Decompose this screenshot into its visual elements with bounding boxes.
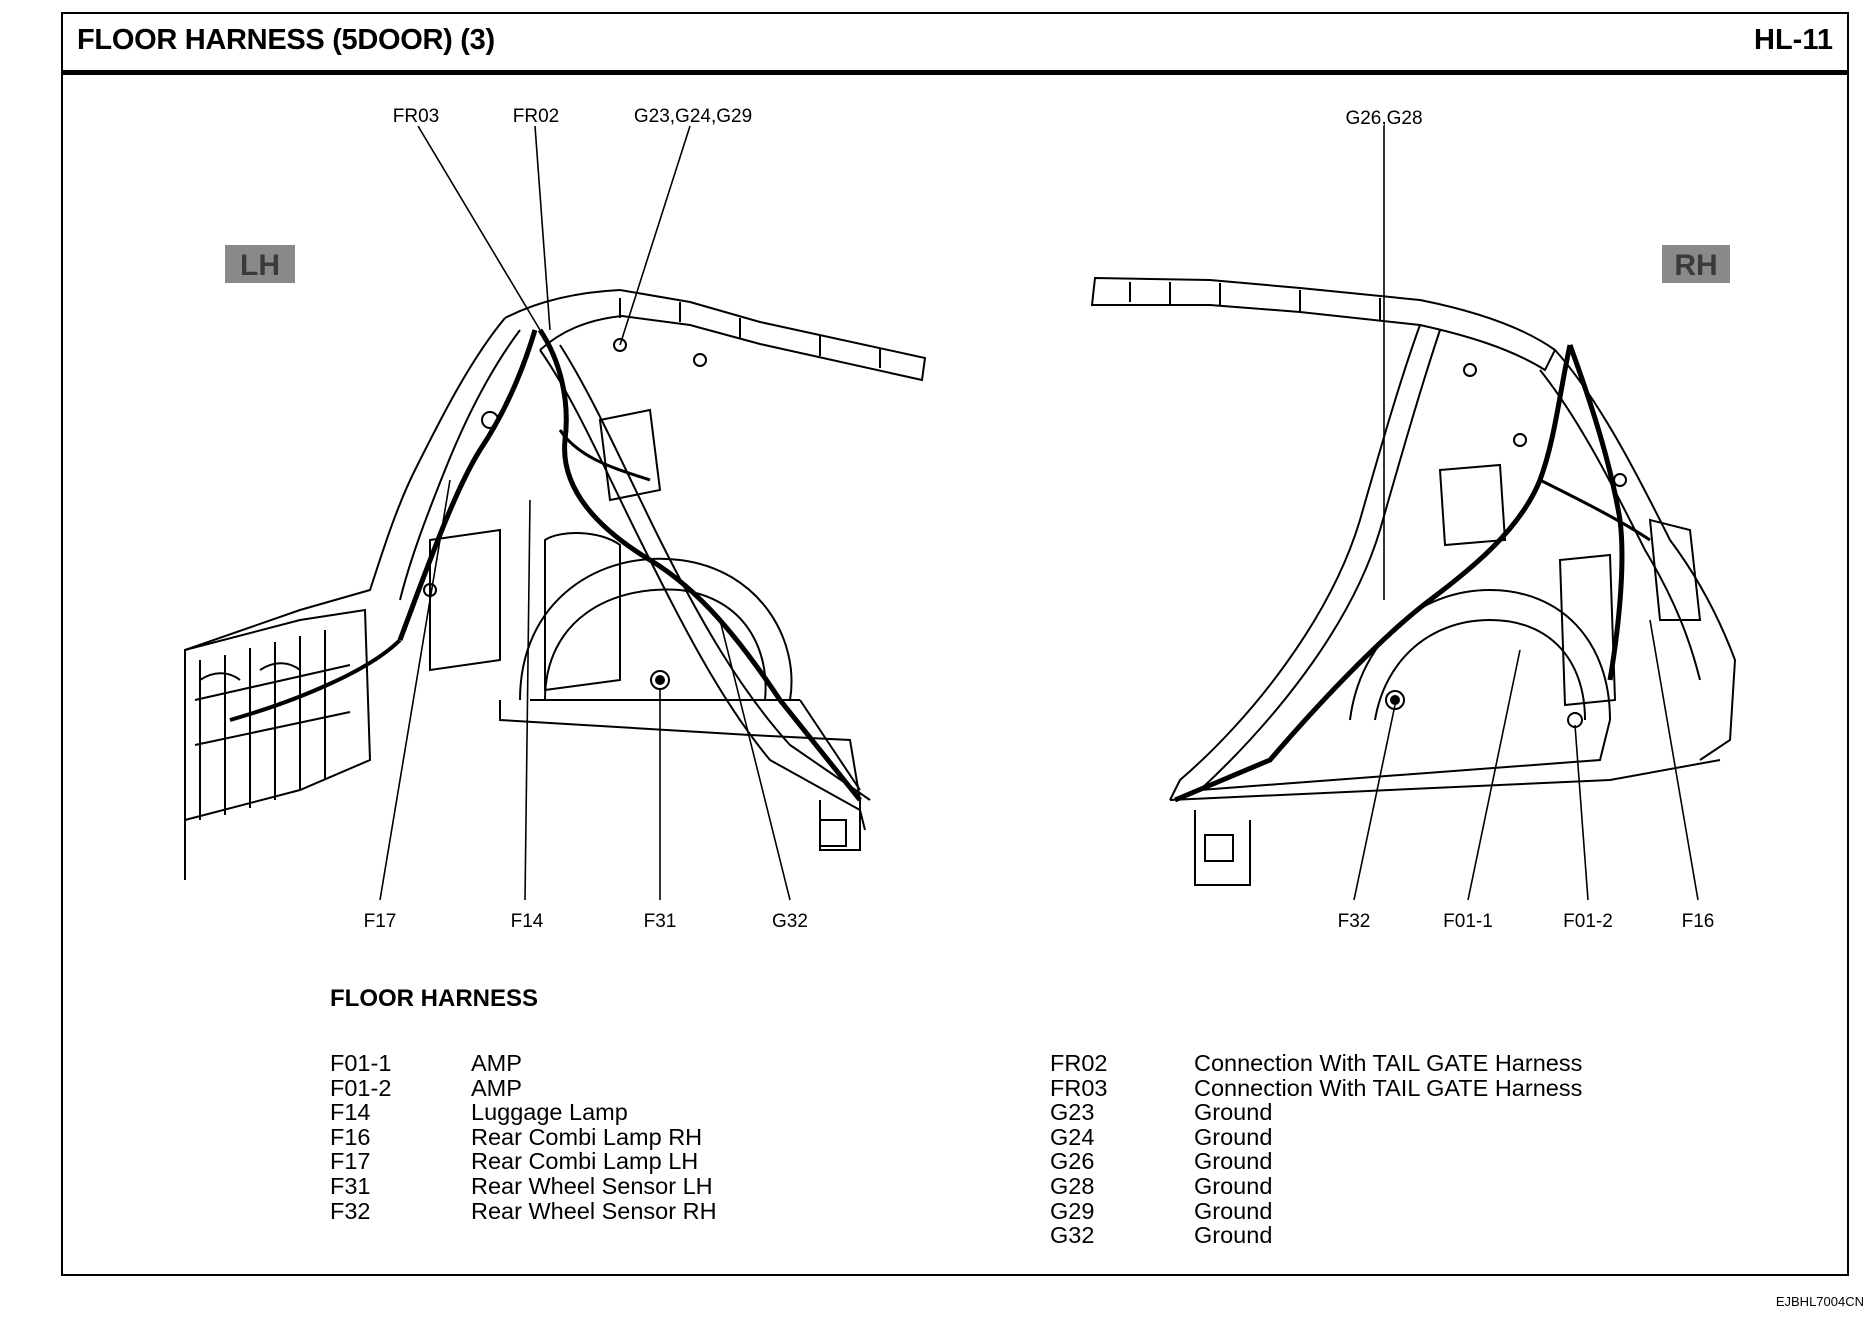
callout-f32: F32 (1338, 911, 1371, 932)
page-title: FLOOR HARNESS (5DOOR) (3) (77, 24, 495, 56)
callout-g26-g28: G26,G28 (1345, 108, 1422, 129)
figure-id: EJBHL7004CN (1775, 1294, 1864, 1309)
legend-desc: Connection With TAIL GATE Harness (1194, 1050, 1583, 1076)
legend-code: F17 (330, 1148, 371, 1175)
legend-row: F31 Rear Wheel Sensor LH (330, 1174, 717, 1199)
legend-row: G24 Ground (1050, 1125, 1582, 1150)
legend-code: G29 (1050, 1197, 1095, 1224)
legend-code: F01-1 (330, 1050, 392, 1076)
page-frame: FLOOR HARNESS (5DOOR) (3) HL-11 (61, 12, 1849, 1276)
lh-leader-lines (379, 125, 791, 901)
legend-code: F16 (330, 1123, 371, 1150)
legend-code: F31 (330, 1172, 371, 1199)
legend-desc: AMP (471, 1074, 522, 1101)
legend-desc: Rear Combi Lamp LH (471, 1148, 699, 1175)
callout-f01-1: F01-1 (1443, 911, 1493, 932)
legend-desc: Luggage Lamp (471, 1099, 628, 1126)
callout-f31: F31 (644, 911, 677, 932)
legend-row: F01-1 AMP (330, 1051, 717, 1076)
legend-code: G26 (1050, 1148, 1095, 1175)
legend-row: FR03 Connection With TAIL GATE Harness (1050, 1074, 1583, 1101)
legend-code: F01-2 (330, 1074, 392, 1101)
legend-desc: Ground (1194, 1197, 1273, 1224)
callout-fr02: FR02 (513, 106, 559, 127)
legend-row: F14 Luggage Lamp (330, 1100, 717, 1125)
legend-desc: Rear Combi Lamp RH (471, 1123, 703, 1150)
callout-f16: F16 (1682, 911, 1715, 932)
callout-f14: F14 (511, 911, 544, 932)
legend-code: FR03 (1050, 1074, 1108, 1101)
legend-code: F32 (330, 1197, 371, 1224)
legend-desc: Ground (1194, 1222, 1273, 1249)
callout-g23-g24-g29: G23,G24,G29 (634, 106, 752, 127)
lh-tag-box (225, 245, 295, 283)
legend-row: FR02 Connection With TAIL GATE Harness (1050, 1051, 1582, 1076)
legend-code: G32 (1050, 1222, 1095, 1249)
rh-leader-lines (1353, 126, 1699, 901)
legend-desc: Connection With TAIL GATE Harness (1194, 1074, 1583, 1101)
legend-desc: Ground (1194, 1099, 1273, 1126)
legend-row: G32 Ground (1050, 1223, 1582, 1248)
legend-row: G29 Ground (1050, 1197, 1582, 1224)
lh-body-drawing (184, 288, 927, 880)
callout-f17: F17 (364, 911, 397, 932)
legend-code: G23 (1050, 1099, 1095, 1126)
callout-f01-2: F01-2 (1563, 911, 1613, 932)
legend-row: F17 Rear Combi Lamp LH (330, 1149, 717, 1174)
legend-desc: AMP (471, 1050, 522, 1076)
page-header: FLOOR HARNESS (5DOOR) (3) HL-11 (63, 14, 1847, 75)
lh-tag: LH (240, 249, 280, 282)
legend-row: F01-2 AMP (330, 1074, 717, 1101)
callout-fr03: FR03 (393, 106, 439, 127)
legend-code: FR02 (1050, 1050, 1108, 1076)
legend-desc: Rear Wheel Sensor RH (471, 1197, 717, 1224)
legend-code: F14 (330, 1099, 371, 1126)
legend-row: F32 Rear Wheel Sensor RH (330, 1197, 717, 1224)
legend-desc: Rear Wheel Sensor LH (471, 1172, 713, 1199)
legend-desc: Ground (1194, 1172, 1273, 1199)
legend-desc: Ground (1194, 1123, 1273, 1150)
legend-code: G28 (1050, 1172, 1095, 1199)
legend-title: FLOOR HARNESS (330, 985, 539, 1012)
legend-code: G24 (1050, 1123, 1095, 1150)
rh-body-drawing (1090, 276, 1737, 886)
callout-g32: G32 (772, 911, 808, 932)
legend-row: G23 Ground (1050, 1100, 1582, 1125)
rh-tag-box (1662, 245, 1730, 283)
legend-desc: Ground (1194, 1148, 1273, 1175)
legend-row: F16 Rear Combi Lamp RH (330, 1125, 717, 1150)
legend-row: G28 Ground (1050, 1174, 1582, 1199)
rh-tag: RH (1674, 249, 1717, 282)
legend-row: G26 Ground (1050, 1149, 1582, 1174)
page-number: HL-11 (1754, 24, 1833, 56)
